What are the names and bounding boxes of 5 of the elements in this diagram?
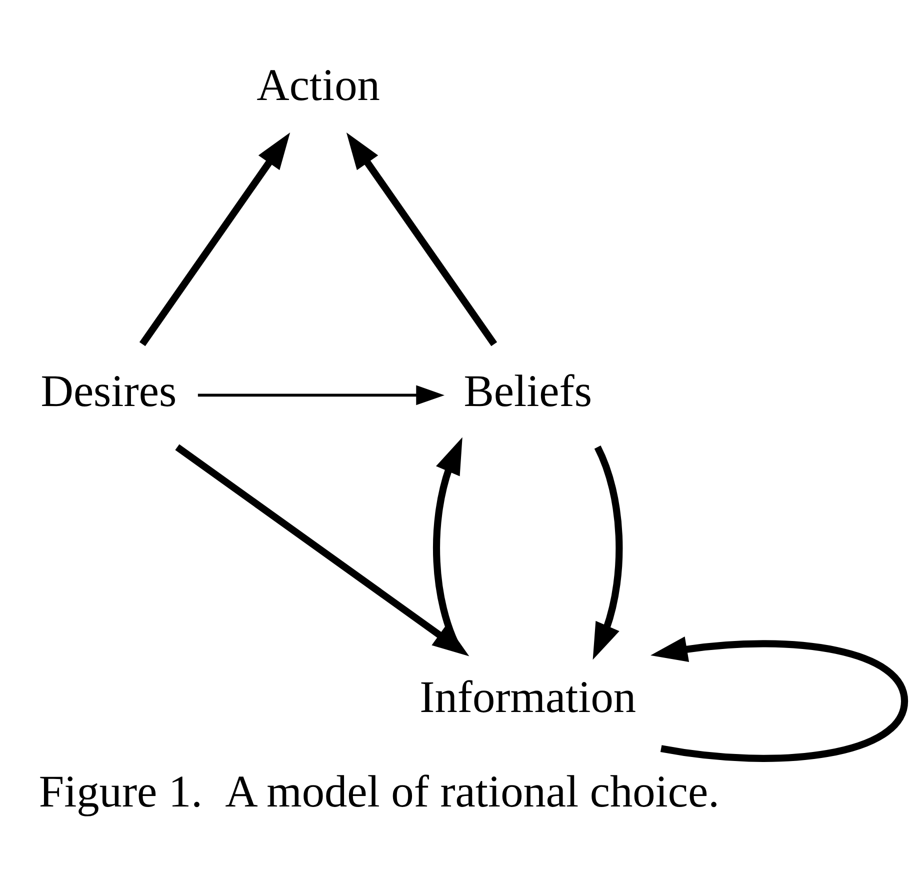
node-text: Desires	[40, 366, 177, 416]
node-text: Information	[420, 672, 636, 722]
node-text: Action	[256, 60, 380, 110]
node-text: Beliefs	[464, 366, 592, 416]
caption: Figure 1. A model of rational choice.	[38, 766, 720, 817]
